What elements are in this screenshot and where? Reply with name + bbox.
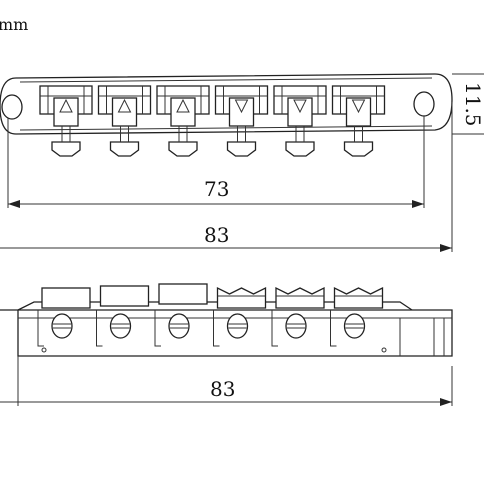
saddle-4	[214, 85, 269, 157]
side-body-outline	[0, 309, 453, 357]
saddle-1	[39, 85, 93, 157]
saddle-marker-down	[234, 99, 249, 114]
saddle-marker-up	[117, 98, 132, 113]
side-saddle-group	[37, 283, 384, 347]
saddle-group	[39, 85, 386, 157]
side-saddle-4	[213, 286, 267, 347]
saddle-marker-down	[351, 99, 366, 114]
saddle-marker-up	[176, 98, 190, 113]
screw-head-icon	[51, 313, 73, 339]
side-saddle-6	[330, 286, 384, 347]
screw-head-icon	[168, 313, 190, 339]
saddle-5	[273, 85, 327, 157]
screw-head-icon	[109, 313, 132, 339]
bridge-body-outline	[0, 73, 453, 135]
screw-head-icon	[226, 313, 249, 339]
dimension-height-label: 11.5	[461, 82, 484, 127]
screw-head-icon	[343, 313, 366, 339]
saddle-marker-up	[59, 98, 73, 113]
side-saddle-5	[271, 286, 325, 347]
saddle-marker-down	[293, 99, 307, 114]
mount-hole-right	[413, 91, 435, 117]
dimension-overall-top-label: 83	[204, 223, 229, 247]
unit-label: mm	[0, 15, 28, 34]
dimension-saddle-span-label: 73	[204, 177, 229, 201]
saddle-2	[97, 85, 152, 157]
dimension-overall-side-label: 83	[210, 377, 235, 401]
saddle-6	[331, 85, 386, 157]
side-saddle-2	[96, 285, 150, 347]
side-saddle-3	[154, 283, 208, 347]
mount-hole-left	[1, 94, 23, 120]
screw-head-icon	[285, 313, 307, 339]
top-view: 11.5 73 83	[0, 73, 484, 252]
side-view: 83	[0, 283, 453, 406]
side-saddle-1	[37, 287, 91, 347]
saddle-3	[156, 85, 210, 157]
